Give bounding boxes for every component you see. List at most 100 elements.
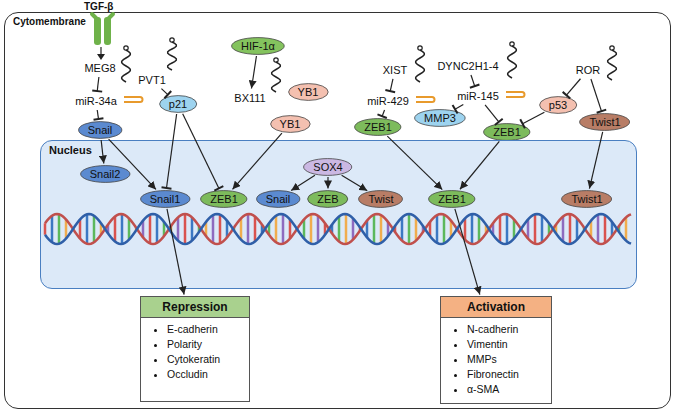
base-pair (58, 214, 61, 243)
protein-name: Snail1 (140, 190, 191, 208)
activation-arrow (460, 141, 499, 189)
base-pair (478, 217, 481, 242)
protein-name: ZEB1 (200, 190, 248, 208)
base-pair (415, 217, 418, 240)
rna-label: BX111 (231, 90, 268, 106)
signal-arrow (100, 47, 101, 55)
protein-ellipse: HIF-1α (231, 37, 285, 55)
effect-item: MMPs (467, 352, 551, 367)
protein-name: Snail (78, 121, 122, 139)
cell-title: Cytomembrane (13, 15, 86, 29)
base-pair (114, 217, 117, 242)
protein-ellipse: ZEB1 (483, 123, 531, 141)
rna-name: miR-429 (364, 93, 412, 109)
protein-ellipse: Twist1 (579, 113, 630, 131)
protein-ellipse: ZEB1 (200, 190, 248, 208)
base-pair (177, 217, 180, 240)
lncrna-icon (168, 42, 177, 70)
protein-name: Twist (358, 190, 403, 208)
base-pair (317, 216, 320, 242)
lncrna-icon (416, 50, 425, 82)
box-heading: Activation (441, 297, 551, 318)
activation-arrow (327, 177, 328, 189)
base-pair (149, 215, 152, 244)
base-pair (373, 215, 376, 244)
protein-name: ZEB1 (428, 190, 476, 208)
rna-label: MEG8 (81, 60, 118, 76)
inhibition-line (161, 89, 167, 95)
inhibition-line (471, 75, 475, 86)
ellipse-fill (78, 122, 121, 139)
mirna-icon (416, 97, 435, 102)
outcome-box: ActivationN-cadherinVimentinMMPsFibronec… (440, 296, 552, 404)
ellipse-fill (304, 159, 352, 176)
rna-name: ROR (573, 62, 603, 78)
effect-item: Occludin (167, 367, 249, 382)
base-pair (597, 215, 600, 244)
effect-list: E-cadherinPolarityCytokeratinOccludin (141, 322, 249, 382)
base-pair (443, 215, 446, 244)
protein-name: p53 (539, 96, 577, 114)
ellipse-fill (539, 97, 576, 114)
rna-label: XIST (380, 62, 410, 78)
activation-arrow (101, 140, 104, 164)
activation-arrow (167, 209, 184, 295)
ellipse-fill (201, 191, 247, 208)
protein-name: SOX4 (303, 158, 352, 176)
effect-list: N-cadherinVimentinMMPsFibronectinα-SMA (441, 322, 551, 397)
protein-name: Snail (256, 190, 300, 208)
tgf-receptor (92, 14, 113, 45)
signal-arrowhead (97, 54, 105, 60)
ellipse-fill (355, 119, 401, 136)
protein-name: Snail2 (80, 165, 131, 183)
base-pair (499, 216, 502, 242)
inhibition-line (566, 79, 580, 95)
base-pair (345, 214, 348, 244)
ellipse-fill (429, 191, 475, 208)
dna-strand (45, 214, 631, 244)
box-heading: Repression (141, 297, 249, 318)
base-pair (247, 214, 250, 244)
rna-name: BX111 (231, 90, 268, 106)
lncrna-cap (610, 46, 614, 50)
rna-name: miR-34a (72, 93, 120, 109)
rna-label: miR-429 (364, 93, 412, 109)
rna-name: DYNC2H1-4 (434, 58, 501, 74)
base-pair (44, 223, 47, 234)
receptor-fork (92, 14, 113, 19)
effect-item: E-cadherin (167, 322, 249, 337)
base-pair (541, 216, 544, 242)
protein-ellipse: ZEB (307, 190, 348, 208)
base-pair (184, 214, 187, 244)
protein-ellipse: YB1 (288, 83, 329, 101)
ellipse-fill (562, 191, 612, 208)
protein-ellipse: ZEB1 (354, 118, 402, 136)
ellipse-fill (580, 114, 630, 131)
inhibition-line (166, 114, 176, 188)
protein-ellipse: ZEB1 (428, 190, 476, 208)
activation-arrow (109, 139, 156, 189)
cell-membrane: CytomembraneMEG8miR-34aSnailPVT1p21HIF-1… (4, 12, 671, 409)
base-pair (408, 214, 411, 244)
activation-arrow (342, 175, 368, 190)
effect-item: Cytokeratin (167, 352, 249, 367)
protein-name: ZEB1 (354, 118, 402, 136)
base-pair (310, 214, 313, 243)
rna-label: ROR (573, 62, 603, 78)
base-pair (471, 214, 474, 244)
ellipse-fill (308, 191, 348, 208)
effect-item: α-SMA (467, 382, 551, 397)
base-pair (534, 214, 537, 243)
base-pair (604, 215, 607, 243)
inhibition-line (97, 77, 99, 91)
inhibition-line (97, 110, 98, 119)
ellipse-fill (484, 124, 530, 141)
ellipse-fill (415, 110, 466, 127)
protein-ellipse: Snail (78, 121, 122, 139)
effect-item: Fibronectin (467, 367, 551, 382)
activation-arrow (291, 175, 315, 190)
activation-arrow (251, 56, 256, 89)
base-pair (51, 216, 54, 242)
protein-name: Twist1 (579, 113, 630, 131)
